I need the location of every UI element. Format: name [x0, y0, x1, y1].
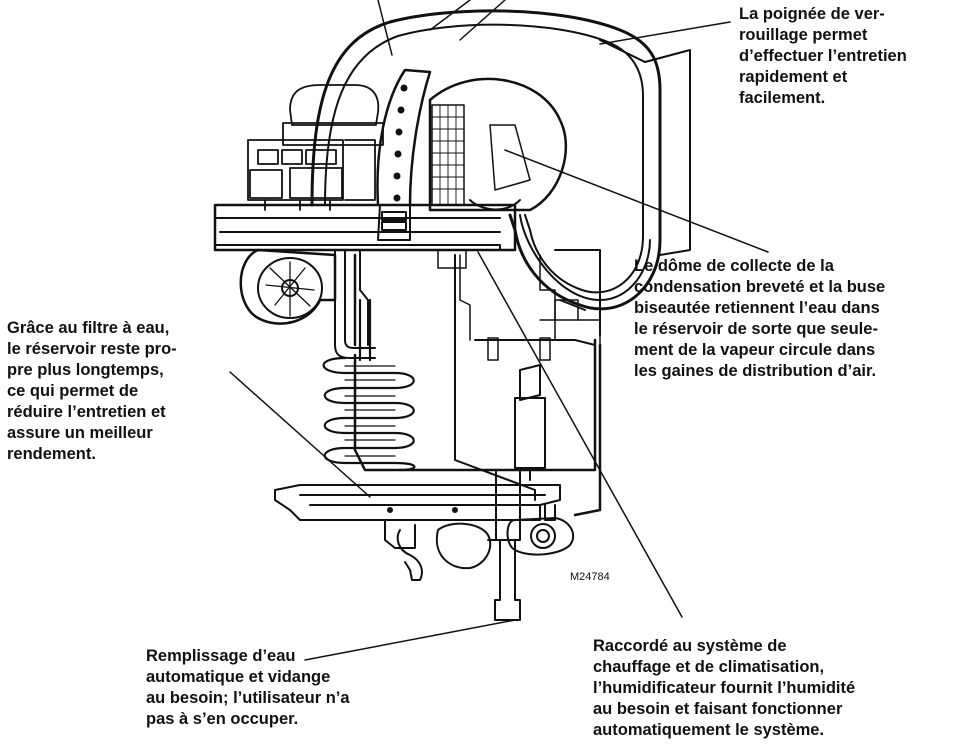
- callout-line: biseautée retiennent l’eau dans: [634, 299, 880, 317]
- callout-line: Raccordé au système de: [593, 637, 787, 655]
- callout-line: l’humidificateur fournit l’humidité: [593, 679, 856, 697]
- callout-line: au besoin et faisant fonctionner: [593, 700, 843, 718]
- callout-line: Le dôme de collecte de la: [634, 257, 834, 275]
- callout-line: d’effectuer l’entretien: [739, 47, 907, 65]
- callout-line: rouillage permet: [739, 26, 868, 44]
- callout-line: automatique et vidange: [146, 668, 331, 686]
- callout-line: ment de la vapeur circule dans: [634, 341, 876, 359]
- callout-line: rendement.: [7, 445, 96, 463]
- callout-line: Remplissage d’eau: [146, 647, 296, 665]
- callout-line: le réservoir reste pro-: [7, 340, 177, 358]
- callout-line: condensation breveté et la buse: [634, 278, 886, 296]
- vent-duct: [376, 68, 432, 241]
- bottom-tray: [274, 484, 561, 521]
- reservoir: [353, 249, 602, 517]
- water-filter-callout: Grâce au filtre à eau, le réservoir rest…: [7, 318, 177, 465]
- callout-line: pre plus longtemps,: [7, 361, 164, 379]
- callout-line: pas à s’en occuper.: [146, 710, 299, 728]
- callout-line: les gaines de distribution d’air.: [634, 362, 877, 380]
- float-assembly: [514, 364, 546, 481]
- callout-line: automatiquement le système.: [593, 721, 825, 739]
- model-code: M24784: [570, 571, 610, 583]
- heating-coil: [322, 298, 416, 472]
- callout-line: le réservoir de sorte que seule-: [634, 320, 878, 338]
- condensation-dome-callout: Le dôme de collecte de la condensation b…: [634, 256, 885, 382]
- drain-valve: [384, 469, 575, 621]
- auto-fill-callout: Remplissage d’eau automatique et vidange…: [146, 646, 350, 730]
- top-plate: [213, 203, 517, 252]
- fan-wheel: [239, 248, 337, 325]
- callout-line: réduire l’entretien et: [7, 403, 166, 421]
- callout-line: au besoin; l’utilisateur n’a: [146, 689, 350, 707]
- callout-line: ce qui permet de: [7, 382, 139, 400]
- control-module: [247, 84, 384, 211]
- connected-system-callout: Raccordé au système de chauffage et de c…: [593, 636, 855, 741]
- callout-line: facilement.: [739, 89, 826, 107]
- locking-handle-callout: La poignée de ver- rouillage permet d’ef…: [739, 4, 907, 109]
- callout-line: chauffage et de climatisation,: [593, 658, 825, 676]
- condensation-dome: [428, 77, 568, 212]
- callout-leader-lines: [229, 149, 769, 661]
- callout-line: Grâce au filtre à eau,: [7, 319, 170, 337]
- callout-line: assure un meilleur: [7, 424, 153, 442]
- supply-pipe: [334, 249, 376, 359]
- callout-line: rapidement et: [739, 68, 848, 86]
- callout-line: La poignée de ver-: [739, 5, 885, 23]
- top-pointer-lines: [377, 0, 731, 56]
